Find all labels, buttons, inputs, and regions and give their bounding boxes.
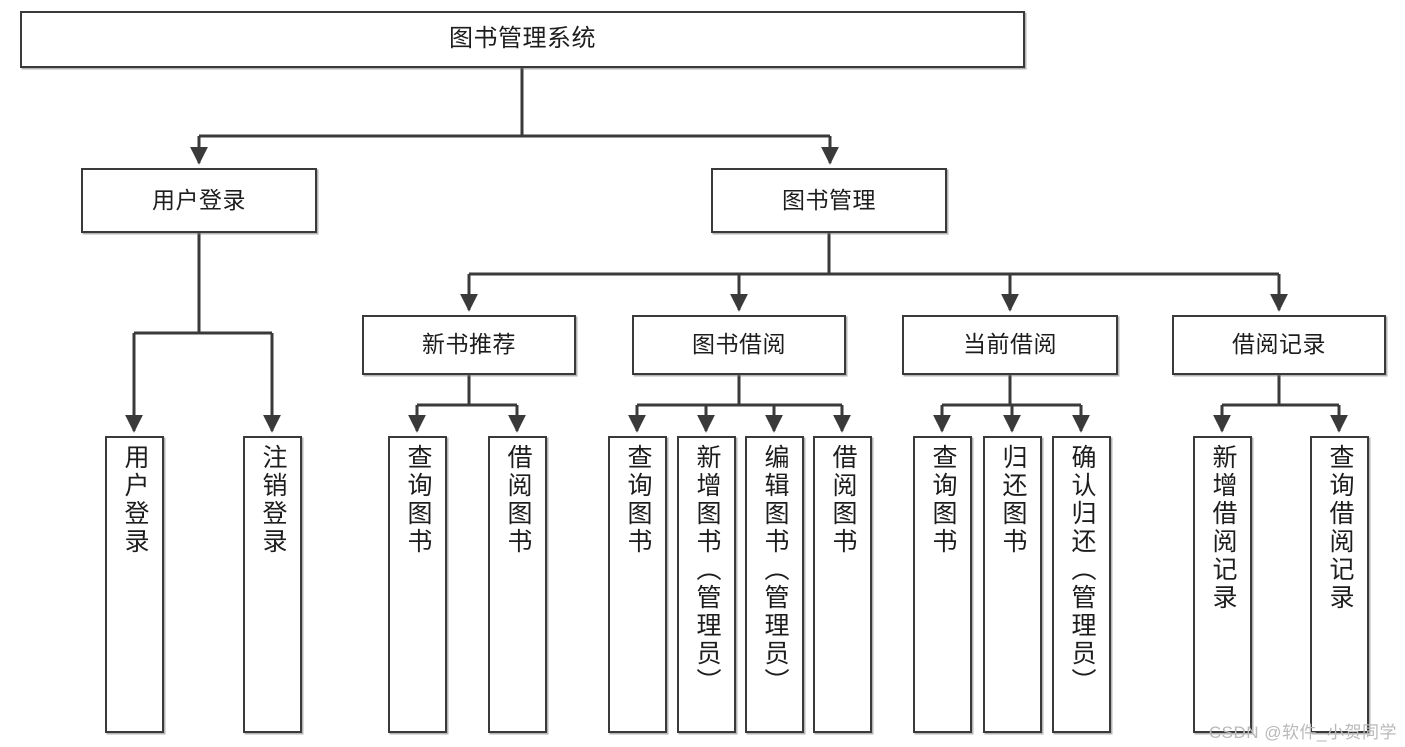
node-label: 借阅记录 xyxy=(1232,331,1326,358)
node-label: 用户登录 xyxy=(121,444,149,556)
node-label: 归还图书 xyxy=(999,444,1027,556)
node-leaf-confirm-return[interactable]: 确认归还（管理员） xyxy=(1052,436,1111,733)
node-new-book-recommend[interactable]: 新书推荐 xyxy=(362,315,576,375)
watermark-text: CSDN @软件_小贺同学 xyxy=(1208,723,1397,742)
node-leaf-user-logout[interactable]: 注销登录 xyxy=(243,436,302,733)
node-leaf-return-book[interactable]: 归还图书 xyxy=(983,436,1042,733)
node-root-system[interactable]: 图书管理系统 xyxy=(20,11,1025,68)
node-leaf-edit-book[interactable]: 编辑图书（管理员） xyxy=(745,436,804,733)
node-leaf-user-login[interactable]: 用户登录 xyxy=(105,436,164,733)
node-label: 查询图书 xyxy=(624,444,652,556)
node-leaf-add-record[interactable]: 新增借阅记录 xyxy=(1193,436,1252,733)
node-current-borrow[interactable]: 当前借阅 xyxy=(902,315,1118,375)
node-leaf-add-book[interactable]: 新增图书（管理员） xyxy=(677,436,736,733)
node-leaf-query-book-2[interactable]: 查询图书 xyxy=(608,436,667,733)
node-label: 新书推荐 xyxy=(422,331,516,358)
node-label: 图书管理 xyxy=(782,186,876,213)
node-label: 查询图书 xyxy=(929,444,957,556)
node-label: 当前借阅 xyxy=(963,331,1057,358)
node-leaf-query-book-3[interactable]: 查询图书 xyxy=(913,436,972,733)
node-borrow-record[interactable]: 借阅记录 xyxy=(1172,315,1386,375)
node-label: 确认归还（管理员） xyxy=(1068,444,1096,696)
node-label: 借阅图书 xyxy=(829,444,857,556)
node-label: 图书借阅 xyxy=(692,331,786,358)
node-label: 编辑图书（管理员） xyxy=(761,444,789,696)
node-user-login[interactable]: 用户登录 xyxy=(81,168,317,233)
node-leaf-query-record[interactable]: 查询借阅记录 xyxy=(1310,436,1369,733)
node-book-borrow[interactable]: 图书借阅 xyxy=(632,315,846,375)
node-leaf-borrow-book-1[interactable]: 借阅图书 xyxy=(488,436,547,733)
node-label: 图书管理系统 xyxy=(449,25,596,53)
node-leaf-borrow-book-2[interactable]: 借阅图书 xyxy=(813,436,872,733)
node-label: 查询借阅记录 xyxy=(1326,444,1354,612)
node-label: 查询图书 xyxy=(404,444,432,556)
node-label: 注销登录 xyxy=(259,444,287,556)
node-label: 借阅图书 xyxy=(504,444,532,556)
node-book-management[interactable]: 图书管理 xyxy=(711,168,947,233)
node-label: 用户登录 xyxy=(152,186,246,213)
node-leaf-query-book-1[interactable]: 查询图书 xyxy=(388,436,447,733)
node-label: 新增借阅记录 xyxy=(1209,444,1237,612)
node-label: 新增图书（管理员） xyxy=(693,444,721,696)
